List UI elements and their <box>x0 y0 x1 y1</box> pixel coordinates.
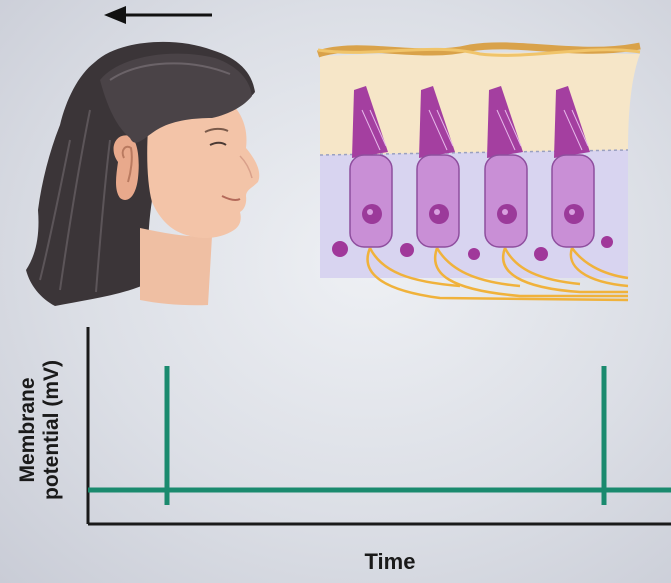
left-arrow-icon <box>104 6 212 24</box>
graph-axes <box>88 327 671 524</box>
x-axis-label: Time <box>330 549 450 575</box>
y-axis-label-line2: potential (mV) <box>40 360 64 500</box>
hair-cells-illustration <box>318 46 640 300</box>
membrane-potential-trace <box>88 366 671 505</box>
y-axis-label-line1: Membrane <box>16 360 40 500</box>
human-head-illustration <box>26 42 259 306</box>
y-axis-label: Membrane potential (mV) <box>0 330 80 530</box>
